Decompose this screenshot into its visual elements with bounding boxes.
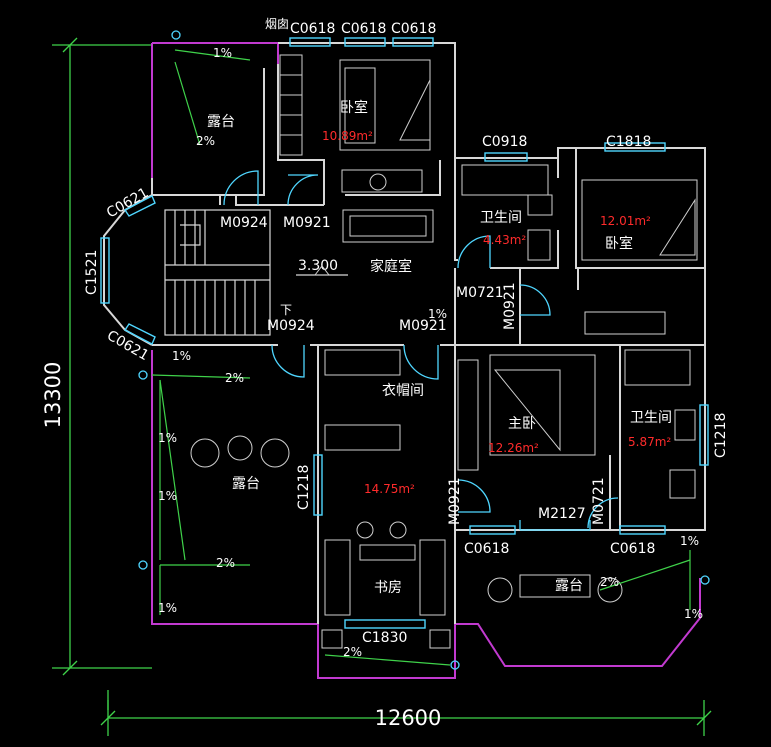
room-area-master-bath: 5.87m²	[628, 435, 671, 449]
room-name-bath-upper: 卫生间	[480, 210, 522, 226]
slope-label: 2%	[196, 134, 215, 148]
room-area-bedroom-top: 10.89m²	[322, 129, 373, 143]
window-label: C0618	[341, 21, 386, 37]
window-label: C0918	[482, 134, 527, 150]
door-label: M0921	[399, 318, 447, 334]
room-name-bedroom-right: 卧室	[605, 235, 633, 252]
room-name-master-bedroom: 主卧	[508, 416, 536, 432]
room-area-master-bedroom: 12.26m²	[488, 441, 539, 455]
balcony-parapets	[151, 42, 701, 679]
window-label: C0621	[104, 328, 151, 365]
slope-label: 2%	[225, 371, 244, 385]
elevation-marker	[313, 265, 331, 276]
door-label: M0721	[456, 285, 504, 301]
slope-label: 1%	[158, 601, 177, 615]
room-area-bath-upper: 4.43m²	[483, 233, 526, 247]
window-label: C1218	[713, 413, 729, 458]
slope-label: 1%	[684, 607, 703, 621]
slope-label: 1%	[158, 489, 177, 503]
room-name-balcony-south: 露台	[555, 578, 583, 594]
drainage-arrows	[138, 30, 710, 670]
windows	[100, 37, 709, 629]
room-name-master-bath: 卫生间	[630, 410, 672, 426]
room-area-bedroom-right: 12.01m²	[600, 214, 651, 228]
door-label: M0924	[267, 318, 315, 334]
staircase	[164, 209, 271, 336]
door-label: M0921	[502, 282, 518, 330]
overall-height-label: 13300	[41, 362, 65, 429]
door-label: M2127	[538, 506, 586, 522]
room-name-balcony-west: 露台	[232, 476, 260, 492]
window-label: C0618	[391, 21, 436, 37]
dimension-lines	[52, 37, 712, 736]
room-name-balcony-nw: 露台	[207, 114, 235, 130]
room-area-study: 14.75m²	[364, 482, 415, 496]
stair-down-label: 下	[280, 303, 292, 317]
window-label: C0618	[610, 541, 655, 557]
door-label: M0921	[283, 215, 331, 231]
door-label: M0921	[447, 477, 463, 525]
slope-label: 2%	[216, 556, 235, 570]
slope-label: 1%	[680, 534, 699, 548]
room-name-study: 书房	[374, 580, 402, 596]
furniture	[190, 54, 698, 649]
window-label: C0621	[104, 185, 151, 222]
slope-label: 2%	[600, 575, 619, 589]
window-label: C0618	[464, 541, 509, 557]
window-label: C1818	[606, 134, 651, 150]
window-label: C1830	[362, 630, 407, 646]
chimney-label: 烟囱	[265, 17, 289, 31]
slope-label: 1%	[213, 46, 232, 60]
door-label: M0721	[591, 477, 607, 525]
slope-label: 1%	[158, 431, 177, 445]
door-label: M0924	[220, 215, 268, 231]
doors	[223, 170, 619, 531]
room-name-closet: 衣帽间	[382, 383, 424, 399]
overall-width-label: 12600	[375, 706, 442, 730]
window-label: C1521	[84, 250, 100, 295]
slope-label: 1%	[428, 307, 447, 321]
window-label: C1218	[296, 465, 312, 510]
slope-label: 1%	[172, 349, 191, 363]
floor-elevation: 3.300	[298, 258, 338, 274]
room-name-family-room: 家庭室	[370, 258, 412, 275]
window-label: C0618	[290, 21, 335, 37]
room-name-bedroom-top: 卧室	[340, 99, 368, 116]
slope-label: 2%	[343, 645, 362, 659]
